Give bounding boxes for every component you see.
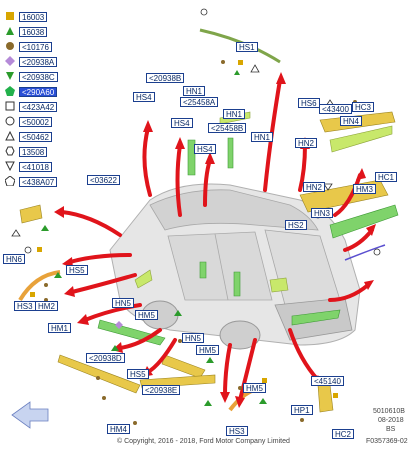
callout-hn2[interactable]: HN2 (303, 182, 326, 192)
legend-label[interactable]: <10176 (19, 42, 52, 52)
detached-parts (18, 28, 399, 413)
callout-03622[interactable]: <03622 (87, 175, 120, 185)
legend-label[interactable]: <20938A (19, 57, 58, 67)
callout-hs6[interactable]: HS6 (298, 98, 320, 108)
callout-hn5[interactable]: HN5 (112, 298, 135, 308)
callout-hs4[interactable]: HS4 (194, 144, 216, 154)
car-highlight-parts (134, 261, 341, 326)
legend-row: 13508 (4, 145, 48, 157)
circle-icon (4, 40, 16, 52)
circle-outline-icon (4, 115, 16, 127)
callout-hc2[interactable]: HC2 (332, 429, 355, 439)
legend-row: 16038 (4, 25, 48, 37)
legend-row: <10176 (4, 40, 52, 52)
callout-hc3[interactable]: HC3 (352, 102, 375, 112)
callout-20938b[interactable]: <20938B (146, 73, 185, 83)
legend-row: <20938A (4, 55, 58, 67)
callout-hm5[interactable]: HM5 (243, 383, 266, 393)
callout-hn2[interactable]: HN2 (295, 138, 318, 148)
callout-25458a[interactable]: <25458A (180, 97, 219, 107)
legend-label[interactable]: 16003 (19, 12, 48, 22)
callout-hs3[interactable]: HS3 (14, 301, 36, 311)
callout-hm5[interactable]: HM5 (196, 345, 219, 355)
legend-row: <438A07 (4, 175, 58, 187)
square-icon (4, 10, 16, 22)
doc-date: 08-2018 (378, 417, 404, 424)
legend-label[interactable]: <50002 (19, 117, 52, 127)
square-outline-icon (4, 100, 16, 112)
doc-region: BS (386, 426, 396, 433)
triangle-down-icon (4, 70, 16, 82)
callout-hn6[interactable]: HN6 (3, 254, 26, 264)
callout-hn1[interactable]: HN1 (223, 109, 246, 119)
legend-label[interactable]: <41018 (19, 162, 52, 172)
legend-row: <50002 (4, 115, 52, 127)
callout-hm3[interactable]: HM3 (353, 184, 376, 194)
pentagon-outline-icon (4, 175, 16, 187)
callout-hp1[interactable]: HP1 (291, 405, 313, 415)
callout-hc1[interactable]: HC1 (375, 172, 398, 182)
callout-hs2[interactable]: HS2 (285, 220, 307, 230)
legend-label[interactable]: <20938C (19, 72, 58, 82)
pentagon-icon (4, 85, 16, 97)
legend-label[interactable]: <438A07 (19, 177, 58, 187)
callout-25458b[interactable]: <25458B (208, 123, 247, 133)
legend-row: 16003 (4, 10, 48, 22)
callout-hm2[interactable]: HM2 (35, 301, 58, 311)
callout-hm4[interactable]: HM4 (107, 424, 130, 434)
legend-row: <290A60 (4, 85, 58, 97)
figure-id: F0357369-02 (366, 438, 408, 445)
legend-label[interactable]: 13508 (19, 147, 48, 157)
triangle-outline-icon (4, 130, 16, 142)
callout-hs5[interactable]: HS5 (127, 369, 149, 379)
callout-hn5[interactable]: HN5 (182, 333, 205, 343)
legend-label-highlighted[interactable]: <290A60 (19, 87, 58, 97)
triangle-down-outline-icon (4, 160, 16, 172)
legend-row: <20938C (4, 70, 58, 82)
callout-hm1[interactable]: HM1 (48, 323, 71, 333)
legend-row: <423A42 (4, 100, 58, 112)
legend-label[interactable]: <423A42 (19, 102, 58, 112)
legend-label[interactable]: <50462 (19, 132, 52, 142)
doc-code: 5010610B (373, 408, 405, 415)
callout-hs4[interactable]: HS4 (133, 92, 155, 102)
legend-label[interactable]: 16038 (19, 27, 48, 37)
callout-hn3[interactable]: HN3 (311, 208, 334, 218)
callout-45140[interactable]: <45140 (311, 376, 344, 386)
callout-hs3[interactable]: HS3 (226, 426, 248, 436)
callout-43400[interactable]: <43400 (319, 104, 352, 114)
legend-row: <50462 (4, 130, 52, 142)
callout-hn4[interactable]: HN4 (340, 116, 363, 126)
callout-hs4[interactable]: HS4 (171, 118, 193, 128)
callout-hm5[interactable]: HM5 (135, 310, 158, 320)
callout-20938e[interactable]: <20938E (142, 385, 181, 395)
diamond-icon (4, 55, 16, 67)
triangle-up-icon (4, 25, 16, 37)
callout-hs5[interactable]: HS5 (66, 265, 88, 275)
orientation-arrow-icon (11, 401, 49, 429)
callout-20938d[interactable]: <20938D (86, 353, 125, 363)
legend-row: <41018 (4, 160, 52, 172)
callout-hn1[interactable]: HN1 (183, 86, 206, 96)
callout-hn1[interactable]: HN1 (251, 132, 274, 142)
hexagon-outline-icon (4, 145, 16, 157)
copyright: © Copyright, 2016 - 2018, Ford Motor Com… (117, 438, 290, 445)
callout-hs1[interactable]: HS1 (236, 42, 258, 52)
